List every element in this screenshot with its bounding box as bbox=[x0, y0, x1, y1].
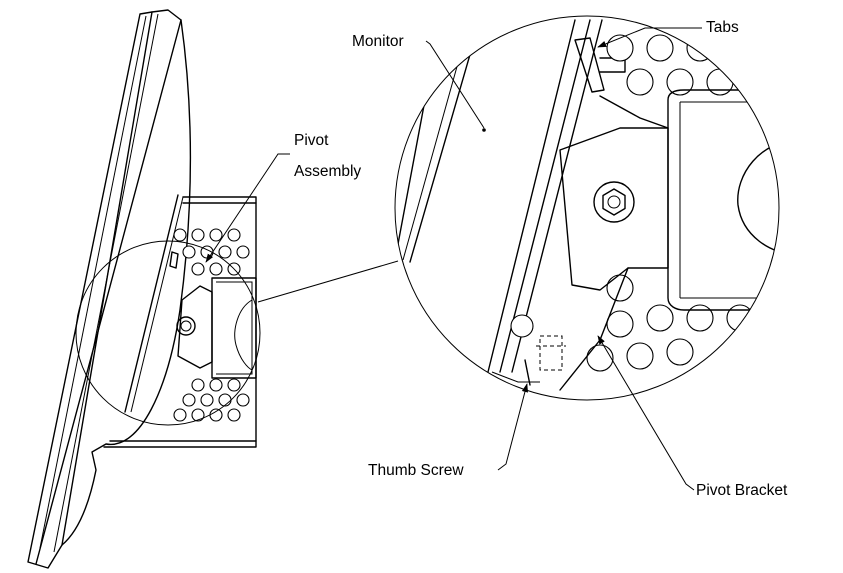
detail-circle-large bbox=[394, 15, 780, 401]
label-monitor: Monitor bbox=[352, 33, 404, 50]
enlarged-detail-view bbox=[395, 19, 779, 391]
label-tabs: Tabs bbox=[706, 19, 739, 36]
callout-labels: Monitor Tabs Pivot Assembly Thumb Screw … bbox=[205, 19, 788, 499]
monitor-side-view bbox=[27, 9, 191, 569]
label-pivot-line2: Assembly bbox=[294, 163, 361, 180]
detail-circle-small bbox=[75, 240, 261, 426]
label-thumb-screw: Thumb Screw bbox=[368, 462, 464, 479]
detail-connector-line bbox=[257, 260, 399, 303]
label-pivot-line1: Pivot bbox=[294, 132, 329, 149]
mounting-bracket-side bbox=[103, 196, 257, 448]
label-pivot-bracket: Pivot Bracket bbox=[696, 482, 788, 499]
leader-dot-monitor bbox=[482, 128, 486, 132]
